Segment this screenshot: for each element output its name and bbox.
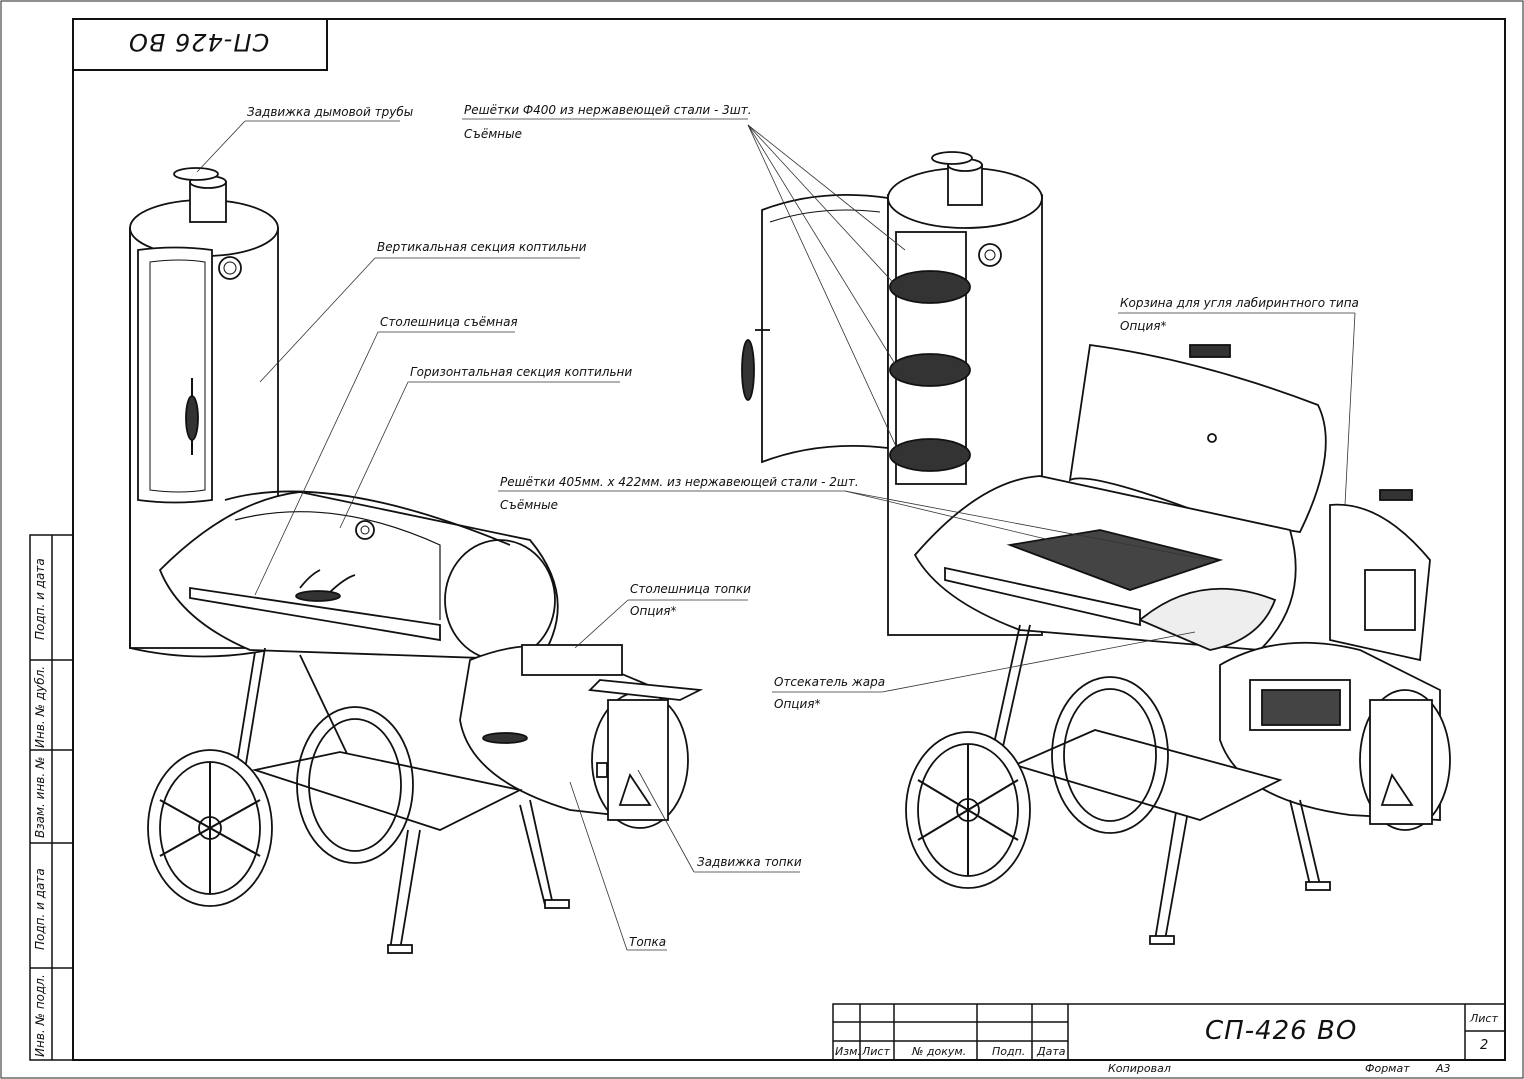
callout-vertical-section: Вертикальная секция коптильни — [377, 240, 587, 254]
left-smoker-illustration — [129, 167, 704, 954]
side-stamp-cell-5: Инв. № подл. — [33, 974, 47, 1057]
title-block-designation: СП-426 ВО — [1205, 1016, 1358, 1046]
callout-firebox-tabletop-note: Опция* — [630, 604, 677, 618]
callout-grates-400-note: Съёмные — [464, 127, 522, 141]
callout-coal-basket: Корзина для угля лабиринтного типа — [1120, 296, 1359, 310]
title-block-sheet-label: Лист — [1470, 1012, 1498, 1025]
title-block-header-date: Дата — [1037, 1045, 1066, 1058]
callout-heat-deflector: Отсекатель жара — [774, 675, 886, 689]
top-stamp-code: СП-426 ВО — [128, 28, 270, 56]
callout-heat-deflector-note: Опция* — [774, 697, 821, 711]
callout-grates-400: Решётки Ф400 из нержавеющей стали - 3шт. — [464, 103, 752, 117]
title-block-format-label: Формат — [1365, 1062, 1410, 1075]
callout-firebox-damper: Задвижка топки — [697, 855, 802, 869]
title-block-header-docnum: № докум. — [912, 1045, 967, 1058]
callout-grates-405: Решётки 405мм. x 422мм. из нержавеющей с… — [500, 475, 859, 489]
leader-lines — [196, 118, 1356, 951]
side-stamp-grid — [29, 534, 74, 1061]
callout-tabletop-removable: Столешница съёмная — [380, 315, 518, 329]
title-block-grid — [832, 1003, 1506, 1061]
title-block-copied-label: Копировал — [1108, 1062, 1171, 1075]
side-stamp-cell-3: Взам. инв. № — [33, 756, 47, 838]
callout-grates-405-note: Съёмные — [500, 498, 558, 512]
title-block-header-change: Изм. — [835, 1045, 861, 1058]
title-block-header-sign: Подп. — [992, 1045, 1026, 1058]
side-stamp-cell-1: Подп. и дата — [33, 558, 47, 640]
title-block-header-sheet: Лист — [862, 1045, 890, 1058]
callout-firebox: Топка — [629, 935, 667, 949]
right-smoker-illustration — [741, 151, 1451, 945]
callout-firebox-tabletop: Столешница топки — [630, 582, 751, 596]
title-block-format-value: А3 — [1436, 1062, 1451, 1075]
top-stamp-box — [72, 18, 328, 71]
callout-horizontal-section: Горизонтальная секция коптильни — [410, 365, 633, 379]
side-stamp-cell-2: Инв. № дубл. — [33, 665, 47, 748]
callout-coal-basket-note: Опция* — [1120, 319, 1167, 333]
side-stamp-cell-4: Подп. и дата — [33, 868, 47, 950]
title-block-sheet-number: 2 — [1480, 1038, 1489, 1053]
callout-chimney-damper: Задвижка дымовой трубы — [247, 105, 414, 119]
